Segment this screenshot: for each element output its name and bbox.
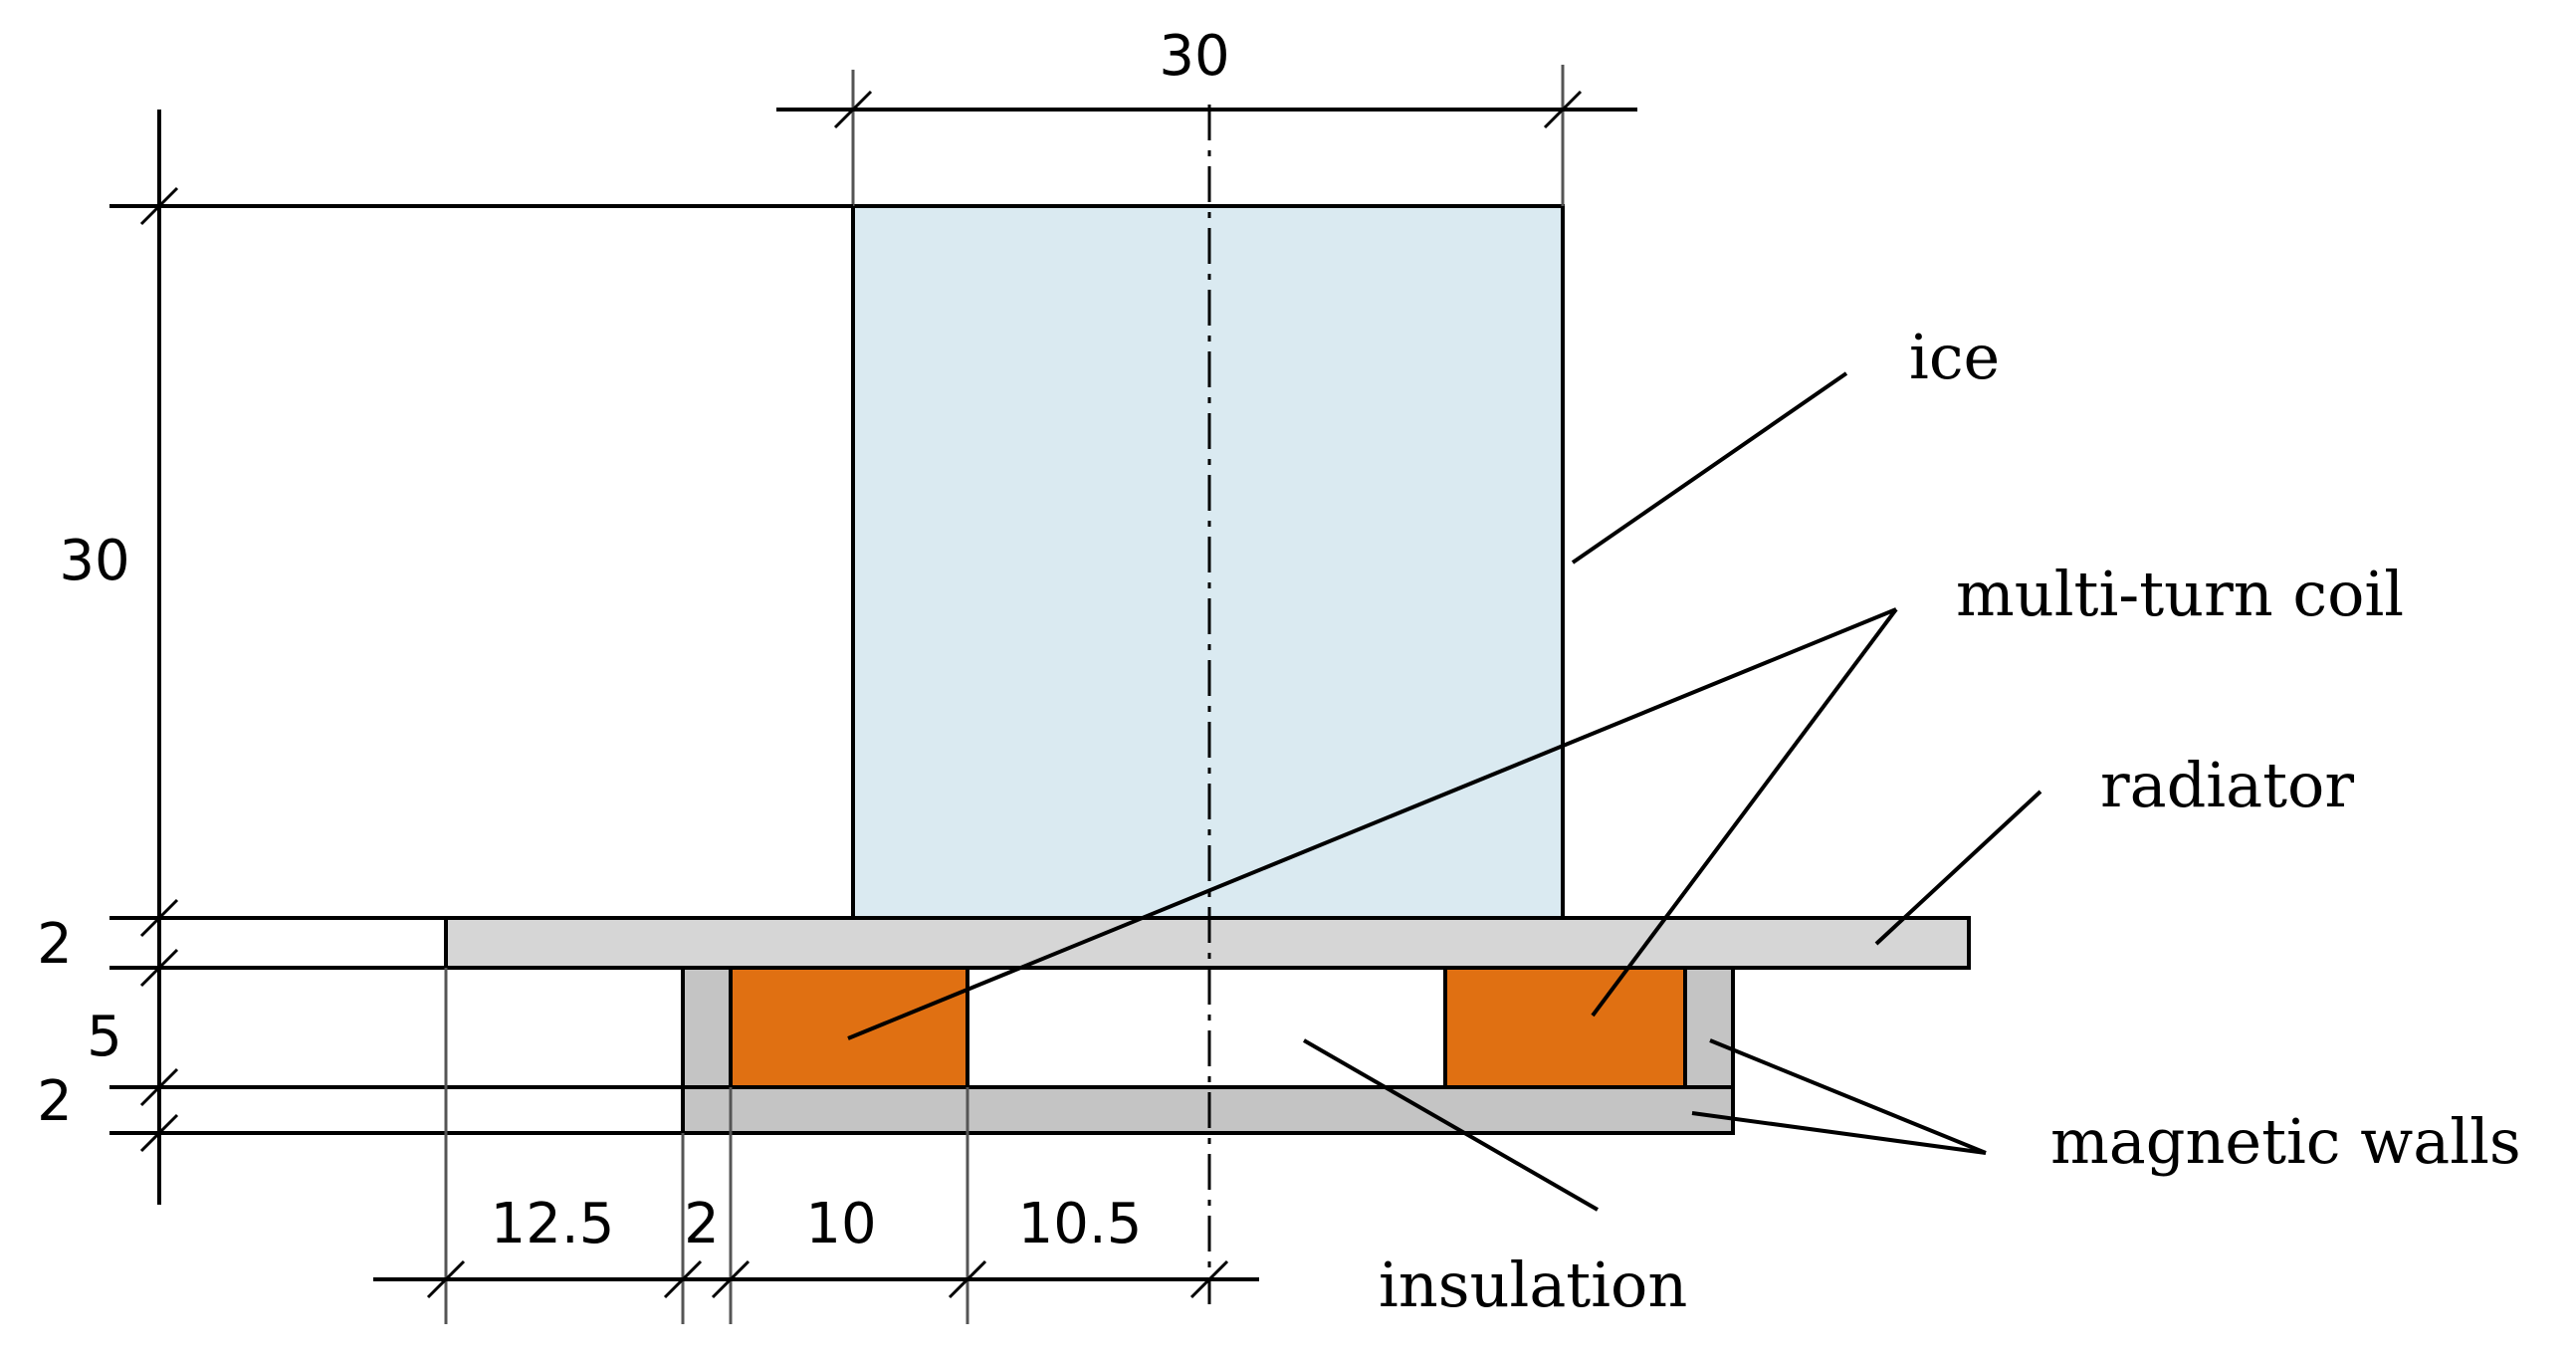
leader-radiator [1874,790,2042,946]
radiator-plate [444,916,1971,970]
dim-coil-height-text: 5 [87,1005,122,1069]
dim-coil-width-text: 10 [805,1192,876,1256]
label-radiator: radiator [2100,749,2354,821]
dim-ice-height-text: 30 [59,529,129,593]
coil-right [1443,966,1687,1089]
dim-left-offset-text: 12.5 [491,1192,615,1256]
dim-radiator-thickness-text: 2 [37,912,73,977]
leader-ice [1571,371,1848,565]
dim-bottom-wall-text: 2 [37,1069,73,1134]
dimension-ice-width: 30 [776,24,1637,206]
label-coil: multi-turn coil [1956,558,2404,630]
magnetic-wall-right [1683,966,1735,1089]
leader-coil-left [847,607,1897,1040]
leader-wall-right [1709,1038,1987,1155]
leader-wall-bottom [1691,1111,1987,1155]
dim-inner-gap-text: 10.5 [1018,1192,1143,1256]
leader-coil-right [1591,607,1898,1018]
magnetic-wall-left [681,966,733,1089]
coil-left [729,966,969,1089]
leader-insulation [1303,1038,1599,1212]
dim-ice-width-text: 30 [1159,24,1229,89]
label-ice: ice [1909,321,2000,393]
dimension-horizontal-bottom: 12.5 2 10 10.5 [373,968,1259,1324]
dim-side-wall-text: 2 [684,1192,720,1256]
label-magnetic-walls: magnetic walls [2050,1105,2521,1178]
label-insulation: insulation [1379,1248,1687,1321]
